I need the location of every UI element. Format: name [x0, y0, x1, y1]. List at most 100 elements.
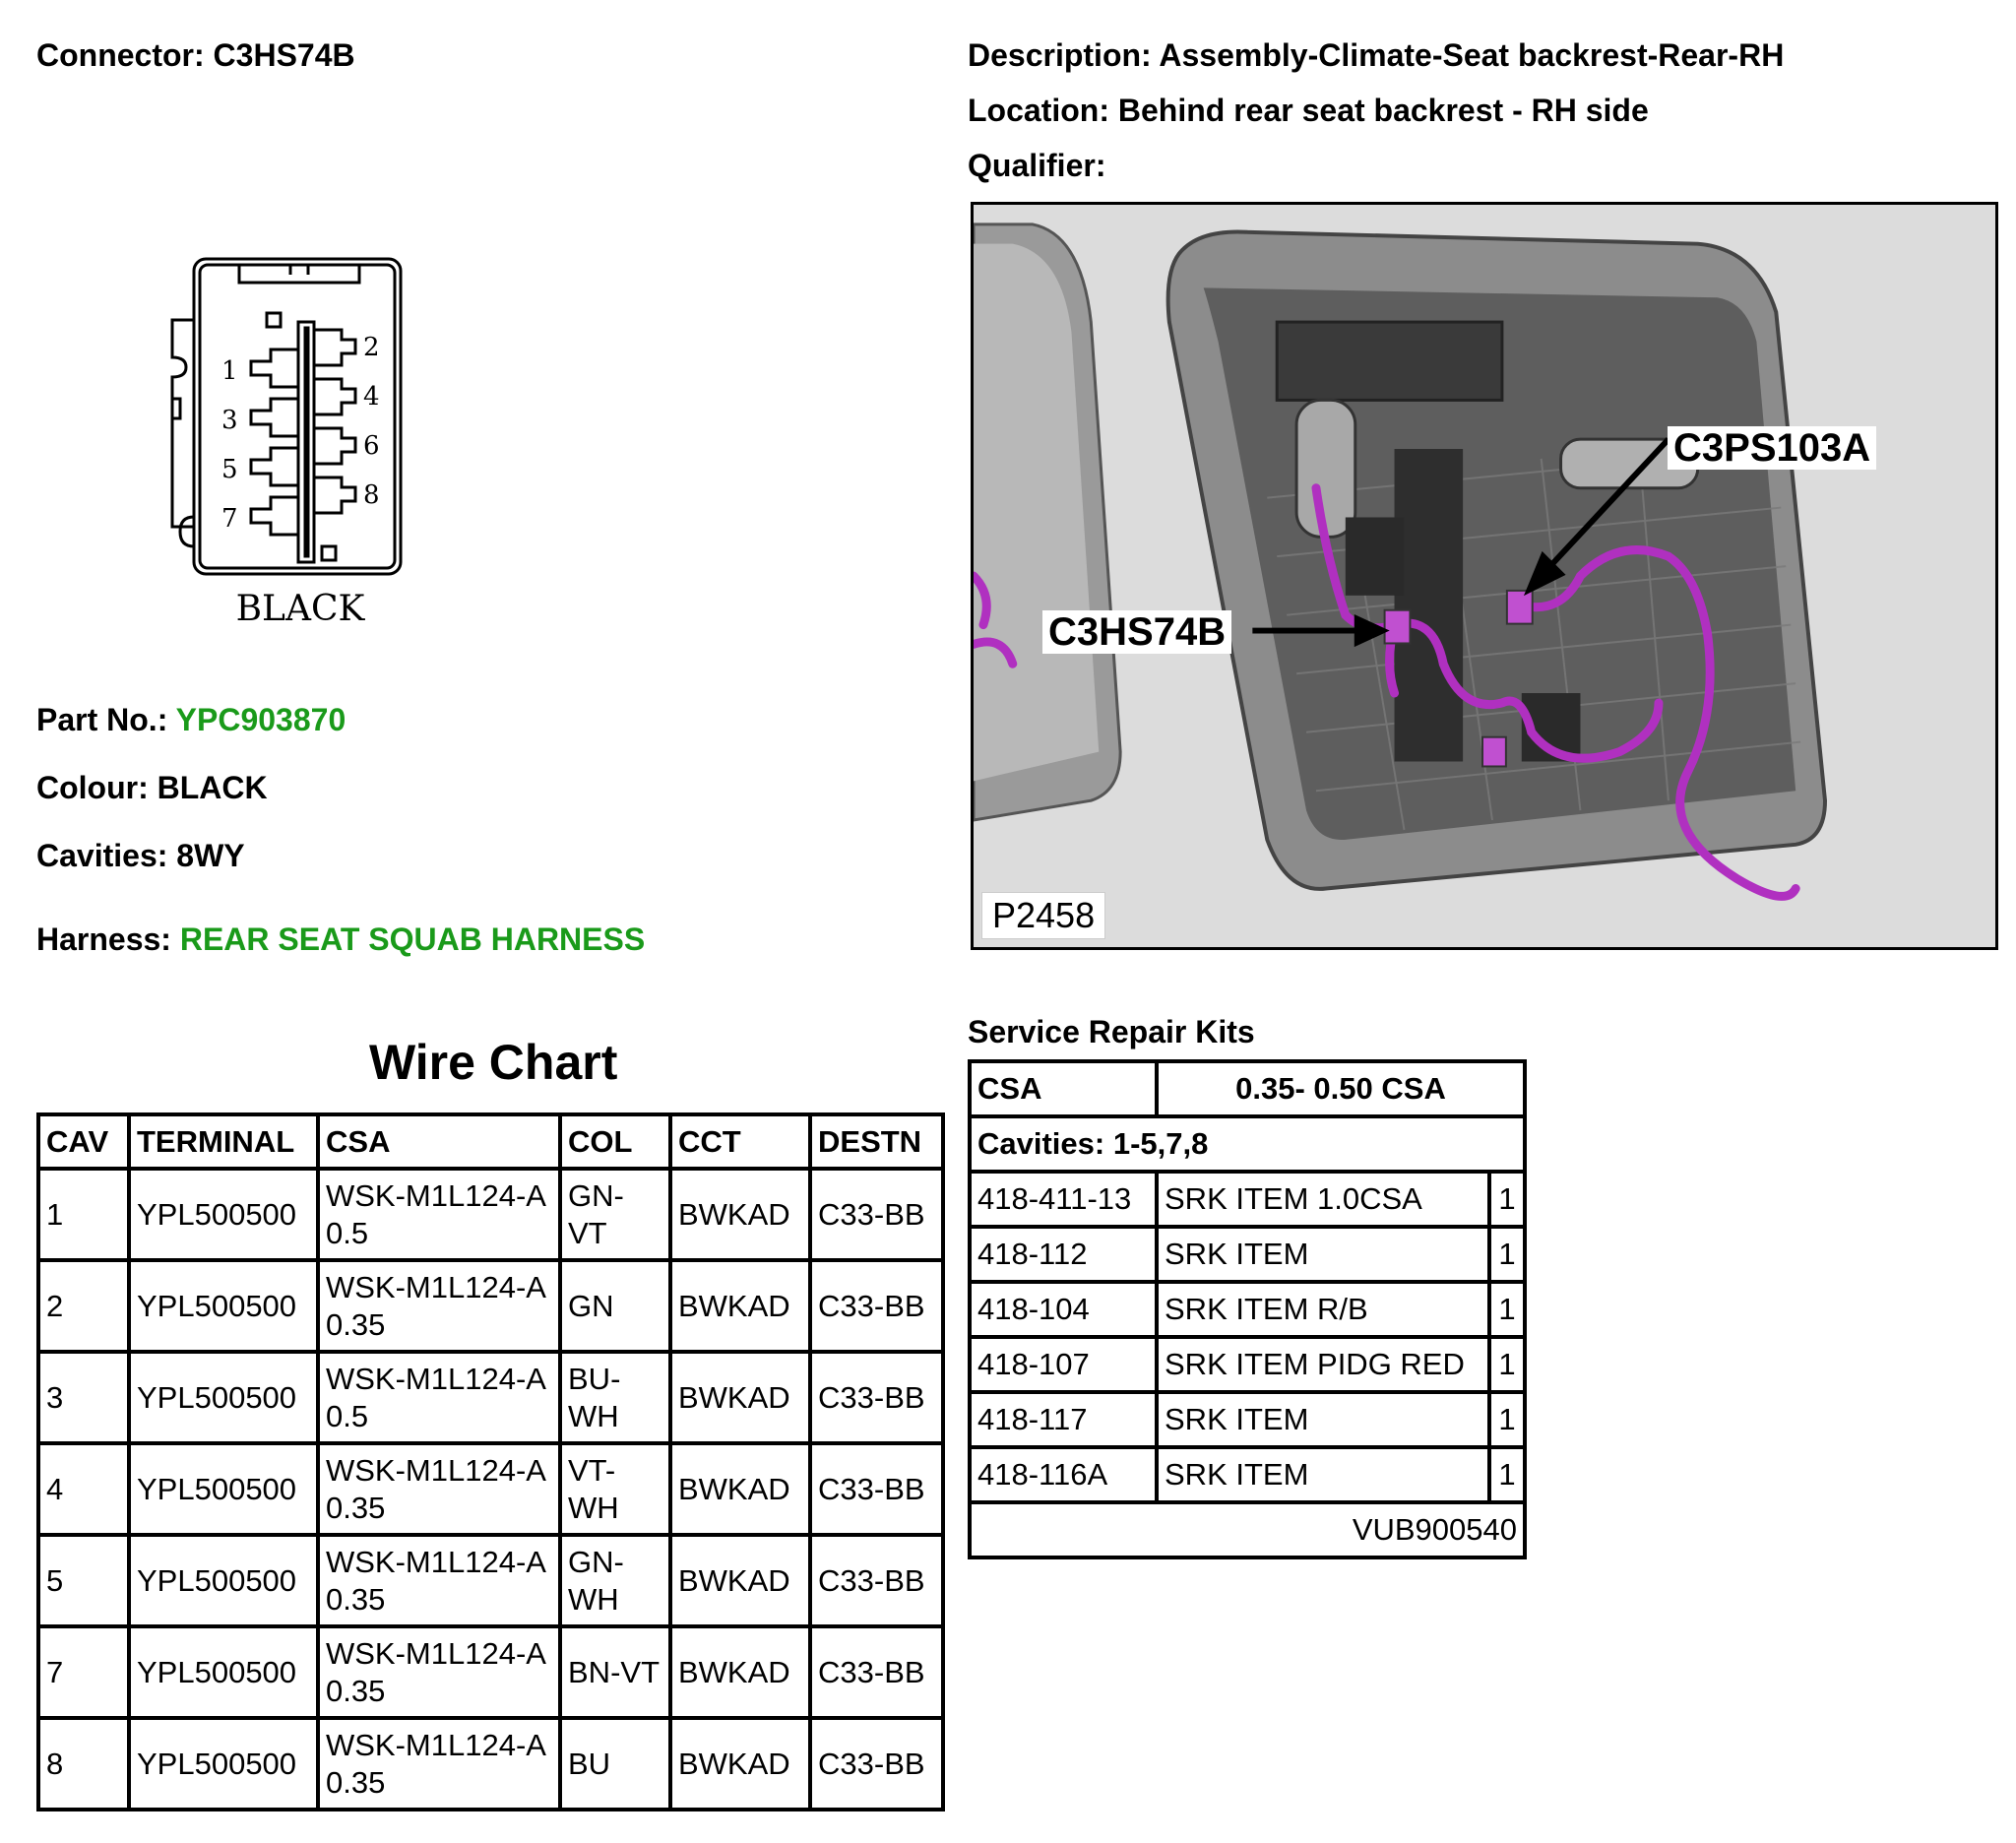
cell-destn: C33-BB — [808, 1350, 945, 1445]
table-row: 418-117 SRK ITEM 1 — [968, 1390, 1527, 1449]
part-number-label: Part No.: — [36, 702, 168, 737]
cell-col: BU-WH — [558, 1350, 672, 1445]
wire-chart-title: Wire Chart — [369, 1035, 618, 1090]
description-label: Description: — [968, 37, 1152, 73]
colour-line: Colour: BLACK — [36, 770, 268, 806]
cell-csa: WSK-M1L124-A 0.35 — [316, 1533, 562, 1628]
location-illustration: C3PS103A C3HS74B P2458 — [971, 202, 1998, 950]
connector-colour-text: BLACK — [236, 589, 366, 629]
part-number-value: YPC903870 — [175, 702, 346, 737]
kit-desc: SRK ITEM PIDG RED — [1155, 1335, 1491, 1394]
cell-destn: C33-BB — [808, 1167, 945, 1262]
cell-terminal: YPL500500 — [127, 1716, 320, 1811]
harness-label: Harness: — [36, 922, 171, 957]
kit-qty: 1 — [1487, 1280, 1527, 1339]
kits-csa-value: 0.35- 0.50 CSA — [1155, 1059, 1527, 1118]
cell-cct: BWKAD — [668, 1533, 812, 1628]
cell-cct: BWKAD — [668, 1167, 812, 1262]
kits-cavities-row: Cavities: 1-5,7,8 — [968, 1114, 1527, 1174]
connector-label: Connector: — [36, 37, 205, 73]
pin-label-8: 8 — [363, 480, 380, 510]
kit-desc: SRK ITEM — [1155, 1390, 1491, 1449]
harness-line: Harness: REAR SEAT SQUAB HARNESS — [36, 922, 645, 958]
cell-cav: 5 — [36, 1533, 131, 1628]
seat-backrest-drawing — [974, 222, 1827, 901]
cell-cct: BWKAD — [668, 1624, 812, 1720]
cell-csa: WSK-M1L124-A 0.35 — [316, 1258, 562, 1354]
pin-label-3: 3 — [221, 406, 238, 435]
pin-label-4: 4 — [363, 382, 380, 412]
kit-desc: SRK ITEM — [1155, 1225, 1491, 1284]
table-row: 3 YPL500500 WSK-M1L124-A 0.5 BU-WH BWKAD… — [36, 1350, 945, 1445]
cell-cct: BWKAD — [668, 1441, 812, 1537]
cell-destn: C33-BB — [808, 1258, 945, 1354]
callout-c3ps103a: C3PS103A — [1668, 426, 1877, 470]
kit-desc: SRK ITEM R/B — [1155, 1280, 1491, 1339]
kits-header-row: CSA 0.35- 0.50 CSA — [968, 1059, 1527, 1118]
kit-code: 418-411-13 — [968, 1170, 1159, 1229]
kit-code: 418-104 — [968, 1280, 1159, 1339]
wire-chart-table: CAV TERMINAL CSA COL CCT DESTN 1 YPL5005… — [36, 1112, 945, 1811]
kit-code: 418-117 — [968, 1390, 1159, 1449]
cavities-line: Cavities: 8WY — [36, 838, 245, 874]
colour-value: BLACK — [157, 770, 268, 805]
cell-csa: WSK-M1L124-A 0.5 — [316, 1167, 562, 1262]
cell-cav: 4 — [36, 1441, 131, 1537]
kit-desc: SRK ITEM 1.0CSA — [1155, 1170, 1491, 1229]
pin-label-2: 2 — [363, 333, 380, 362]
location-label: Location: — [968, 93, 1109, 128]
kit-qty: 1 — [1487, 1170, 1527, 1229]
table-row: 418-104 SRK ITEM R/B 1 — [968, 1280, 1527, 1339]
cell-col: GN-WH — [558, 1533, 672, 1628]
part-number-line: Part No.: YPC903870 — [36, 702, 346, 738]
cavities-label: Cavities: — [36, 838, 168, 873]
kit-qty: 1 — [1487, 1225, 1527, 1284]
table-row: 8 YPL500500 WSK-M1L124-A 0.35 BU BWKAD C… — [36, 1716, 945, 1811]
cell-terminal: YPL500500 — [127, 1533, 320, 1628]
header-cct: CCT — [668, 1112, 812, 1171]
service-kits-title: Service Repair Kits — [968, 1014, 1255, 1049]
cell-col: GN-VT — [558, 1167, 672, 1262]
pin-label-7: 7 — [221, 504, 238, 534]
kit-desc: SRK ITEM — [1155, 1445, 1491, 1504]
service-kits-table: CSA 0.35- 0.50 CSA Cavities: 1-5,7,8 418… — [968, 1059, 1527, 1559]
cell-csa: WSK-M1L124-A 0.35 — [316, 1716, 562, 1811]
cell-csa: WSK-M1L124-A 0.5 — [316, 1350, 562, 1445]
table-row: 5 YPL500500 WSK-M1L124-A 0.35 GN-WH BWKA… — [36, 1533, 945, 1628]
location-heading: Location: Behind rear seat backrest - RH… — [968, 93, 1649, 129]
cell-col: GN — [558, 1258, 672, 1354]
callout-c3hs74b: C3HS74B — [1042, 610, 1232, 654]
cavities-value: 8WY — [176, 838, 245, 873]
header-col: COL — [558, 1112, 672, 1171]
table-row: 418-411-13 SRK ITEM 1.0CSA 1 — [968, 1170, 1527, 1229]
kit-code: 418-116A — [968, 1445, 1159, 1504]
connector-drawing: 1 3 5 7 2 4 6 8 BLACK — [170, 257, 403, 629]
table-row: 418-112 SRK ITEM 1 — [968, 1225, 1527, 1284]
table-row: 418-116A SRK ITEM 1 — [968, 1445, 1527, 1504]
wire-chart-header-row: CAV TERMINAL CSA COL CCT DESTN — [36, 1112, 945, 1171]
kit-code: 418-107 — [968, 1335, 1159, 1394]
header-destn: DESTN — [808, 1112, 945, 1171]
cell-destn: C33-BB — [808, 1716, 945, 1811]
pin-label-6: 6 — [363, 431, 380, 461]
cell-destn: C33-BB — [808, 1441, 945, 1537]
cell-col: BU — [558, 1716, 672, 1811]
cell-cct: BWKAD — [668, 1258, 812, 1354]
header-cav: CAV — [36, 1112, 131, 1171]
cell-destn: C33-BB — [808, 1624, 945, 1720]
header-csa: CSA — [316, 1112, 562, 1171]
cell-cav: 1 — [36, 1167, 131, 1262]
location-value: Behind rear seat backrest - RH side — [1117, 93, 1649, 128]
cell-terminal: YPL500500 — [127, 1624, 320, 1720]
kit-qty: 1 — [1487, 1335, 1527, 1394]
cell-csa: WSK-M1L124-A 0.35 — [316, 1441, 562, 1537]
qualifier-label: Qualifier: — [968, 148, 1106, 183]
table-row: 1 YPL500500 WSK-M1L124-A 0.5 GN-VT BWKAD… — [36, 1167, 945, 1262]
cell-terminal: YPL500500 — [127, 1258, 320, 1354]
cell-terminal: YPL500500 — [127, 1167, 320, 1262]
kit-code: 418-112 — [968, 1225, 1159, 1284]
connector-face-diagram: 1 3 5 7 2 4 6 8 BLACK — [162, 251, 418, 635]
table-row: 7 YPL500500 WSK-M1L124-A 0.35 BN-VT BWKA… — [36, 1624, 945, 1720]
cell-cct: BWKAD — [668, 1716, 812, 1811]
cell-cav: 2 — [36, 1258, 131, 1354]
